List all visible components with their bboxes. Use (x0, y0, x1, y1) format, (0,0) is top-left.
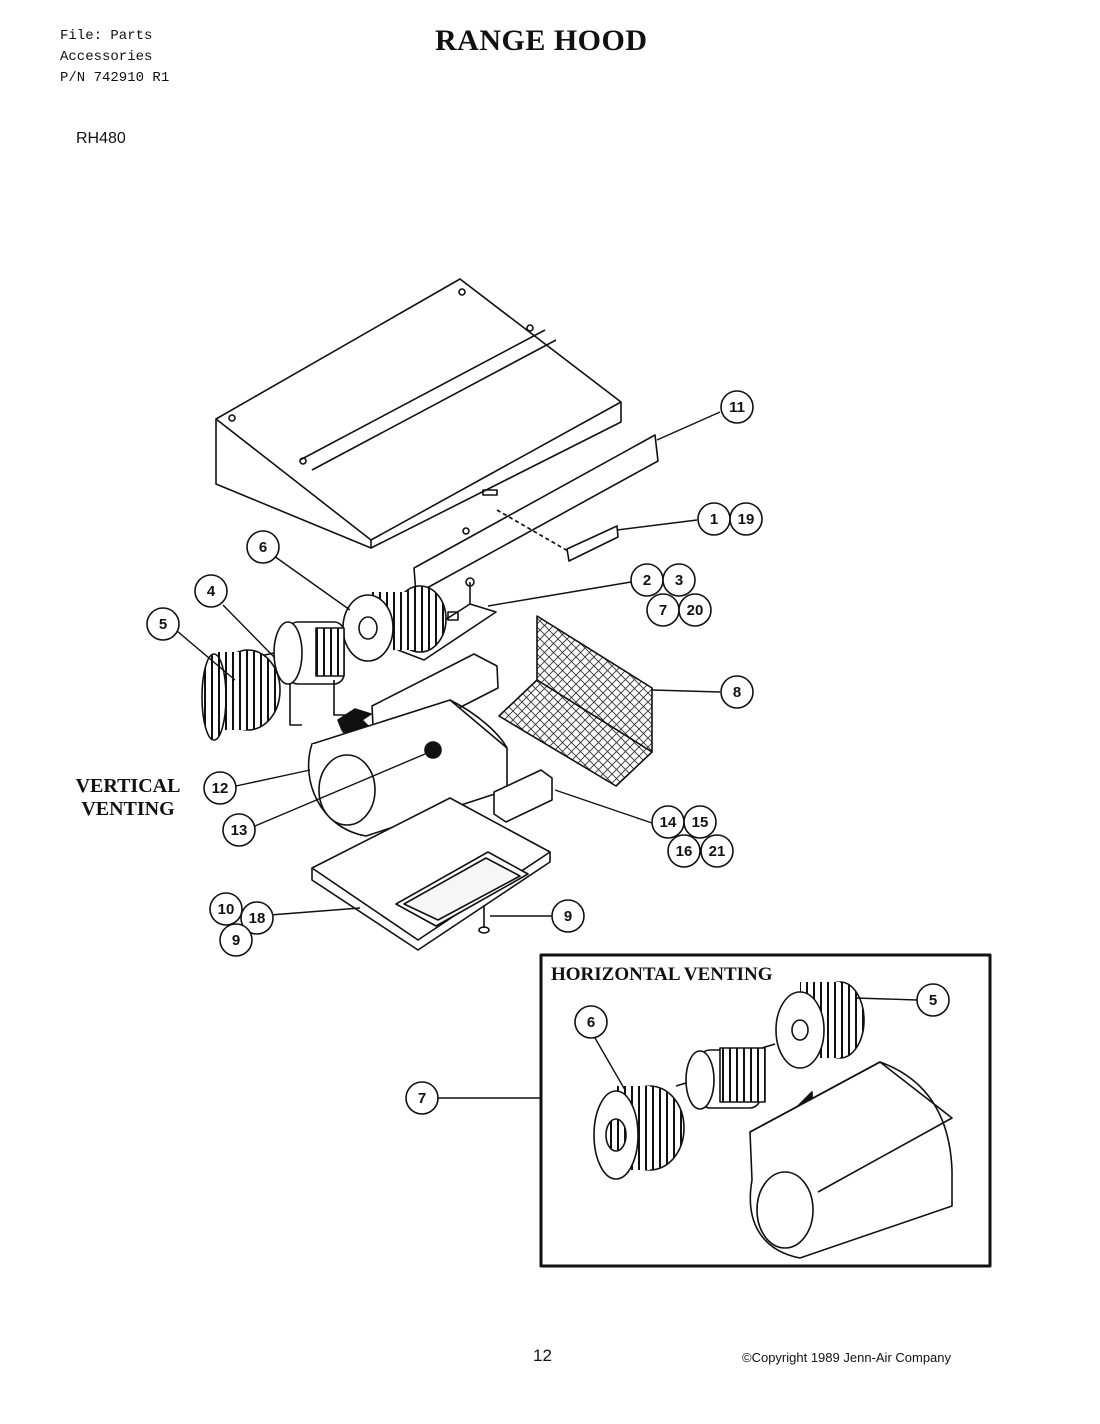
part-number-line: P/N 742910 R1 (60, 70, 170, 86)
svg-text:9: 9 (564, 908, 572, 925)
svg-text:15: 15 (692, 814, 709, 831)
svg-text:16: 16 (676, 843, 693, 860)
part-5-blower-wheel (201, 649, 281, 741)
part-14-damper-bracket (493, 769, 553, 823)
svg-text:14: 14 (660, 814, 677, 831)
svg-text:12: 12 (212, 780, 229, 797)
callout-9-left: 9 (219, 923, 253, 957)
svg-text:6: 6 (259, 539, 267, 556)
callout-16: 16 (667, 834, 701, 868)
vertical-label-line1: VERTICAL (75, 775, 181, 797)
svg-text:9: 9 (232, 932, 240, 949)
callout-12: 12 (203, 771, 237, 805)
horizontal-part-5-wheel (775, 981, 865, 1069)
part-8-grease-filter (498, 615, 653, 787)
callout-19: 19 (729, 502, 763, 536)
svg-text:3: 3 (675, 572, 683, 589)
callout-18: 18 (240, 901, 274, 935)
horizontal-part-6-wheel (593, 1085, 685, 1180)
vertical-label-line2: VENTING (81, 798, 175, 820)
horizontal-venting-label: HORIZONTAL VENTING (551, 964, 773, 985)
horizontal-motor (675, 1043, 776, 1110)
hood-body (215, 278, 622, 549)
callout-h6: 6 (574, 1005, 608, 1039)
svg-text:6: 6 (587, 1014, 595, 1031)
callout-20: 20 (678, 593, 712, 627)
svg-text:2: 2 (643, 572, 651, 589)
svg-text:10: 10 (218, 901, 235, 918)
svg-text:18: 18 (249, 910, 266, 927)
part-9-screw (478, 905, 490, 934)
file-line: File: Parts (60, 28, 153, 44)
part-12-blower-housing (307, 699, 508, 837)
callout-1: 1 (697, 502, 731, 536)
leader-lines (176, 411, 918, 1099)
page-number: 12 (533, 1346, 552, 1365)
part-13-knob (424, 741, 442, 759)
vertical-venting-label: VERTICAL VENTING (68, 775, 188, 821)
callouts: 11 1 19 2 3 7 20 6 4 5 8 12 13 14 15 16 … (146, 390, 950, 1115)
callout-2: 2 (630, 563, 664, 597)
part-1-label-plate (566, 525, 619, 562)
horizontal-venting-box (539, 953, 992, 1268)
page-title: RANGE HOOD (435, 24, 648, 57)
callout-5: 5 (146, 607, 180, 641)
svg-text:21: 21 (709, 843, 726, 860)
callout-11: 11 (720, 390, 754, 424)
callout-14: 14 (651, 805, 685, 839)
svg-text:13: 13 (231, 822, 248, 839)
svg-text:1: 1 (710, 511, 718, 528)
svg-text:11: 11 (729, 399, 745, 416)
svg-text:7: 7 (659, 602, 667, 619)
callout-21: 21 (700, 834, 734, 868)
horizontal-blower-housing (749, 1061, 953, 1259)
svg-text:19: 19 (738, 511, 755, 528)
part-10-bottom-pan (311, 797, 551, 951)
callout-8: 8 (720, 675, 754, 709)
callout-4: 4 (194, 574, 228, 608)
category-line: Accessories (60, 49, 153, 65)
svg-text:4: 4 (207, 583, 216, 600)
part-4-motor (259, 621, 346, 726)
svg-text:8: 8 (733, 684, 741, 701)
callout-3: 3 (662, 563, 696, 597)
svg-text:5: 5 (159, 616, 167, 633)
callout-13: 13 (222, 813, 256, 847)
model-number: RH480 (76, 130, 126, 147)
file-info: File: Parts Accessories P/N 742910 R1 (60, 26, 169, 89)
copyright-notice: ©Copyright 1989 Jenn-Air Company (742, 1350, 952, 1365)
callout-7: 7 (646, 593, 680, 627)
svg-text:7: 7 (418, 1090, 426, 1107)
callout-10: 10 (209, 892, 243, 926)
callout-9-right: 9 (551, 899, 585, 933)
svg-text:20: 20 (687, 602, 704, 619)
callout-h7: 7 (405, 1081, 439, 1115)
callout-6: 6 (246, 530, 280, 564)
part-11-trim (413, 434, 659, 595)
svg-text:5: 5 (929, 992, 937, 1009)
part-6-blower-wheel (342, 585, 447, 662)
callout-15: 15 (683, 805, 717, 839)
callout-h5: 5 (916, 983, 950, 1017)
